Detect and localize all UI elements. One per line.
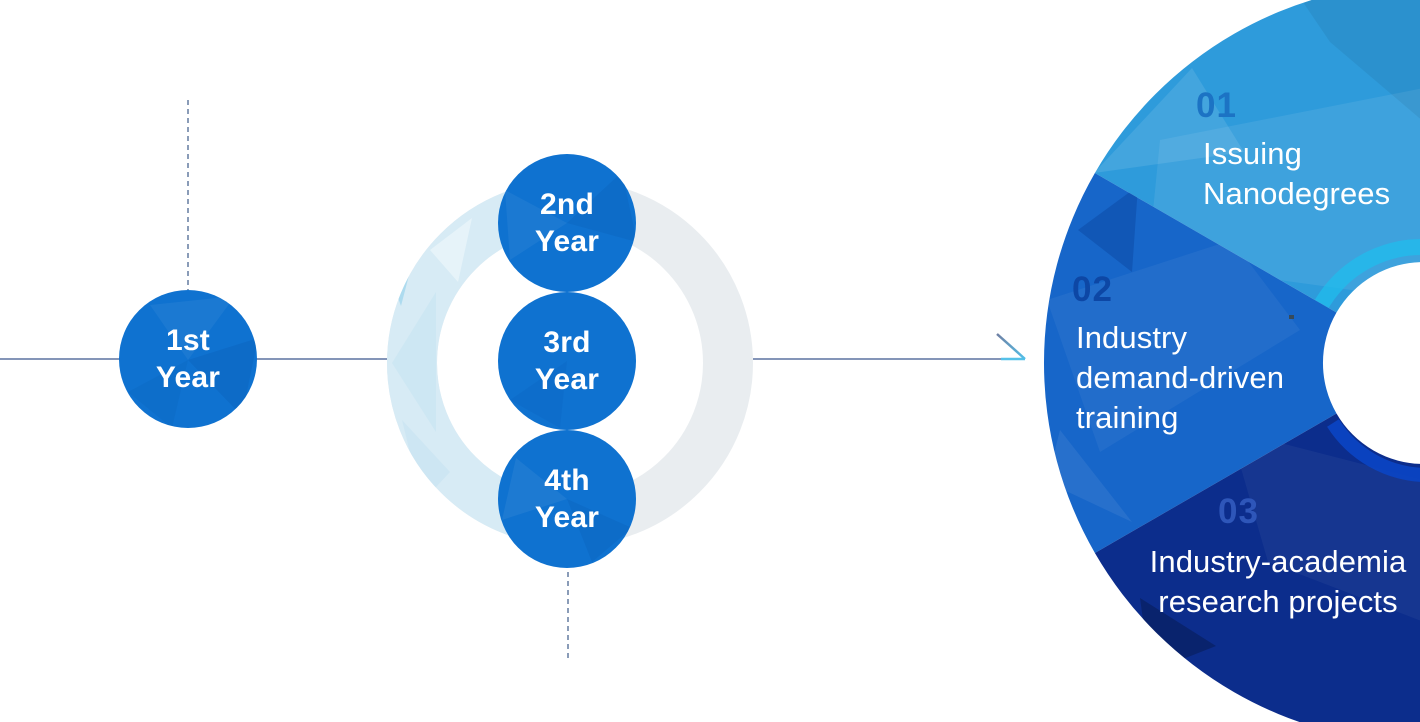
arrow-head-icon bbox=[996, 333, 1026, 360]
year-circle-label-1: 1st Year bbox=[155, 324, 221, 394]
phase-label-01: Issuing Nanodegrees bbox=[1203, 136, 1391, 211]
year-circle-1 bbox=[119, 290, 257, 428]
year-circle-3 bbox=[498, 292, 636, 430]
phase-segment-03 bbox=[1094, 413, 1420, 722]
year-circle-label-2: 2nd Year bbox=[534, 188, 600, 258]
year-circle-label-3: 3rd Year bbox=[534, 326, 600, 396]
phase-number-01: 01 bbox=[1196, 86, 1237, 125]
year-circle-2 bbox=[498, 154, 636, 292]
year-circle-label-4: 4th Year bbox=[534, 464, 600, 534]
phase-segment-02 bbox=[1043, 173, 1337, 553]
phase-label-02: Industry demand-driven training bbox=[1076, 320, 1285, 435]
phase-number-03: 03 bbox=[1218, 492, 1259, 531]
year-circle-4 bbox=[498, 430, 636, 568]
phase-segment-01 bbox=[1094, 0, 1420, 313]
phase-number-02: 02 bbox=[1072, 270, 1113, 309]
phase-donut bbox=[1043, 0, 1420, 722]
phase-segment-02-facets bbox=[1047, 186, 1300, 522]
phase-label-03: Industry-academia research projects bbox=[1149, 544, 1407, 619]
